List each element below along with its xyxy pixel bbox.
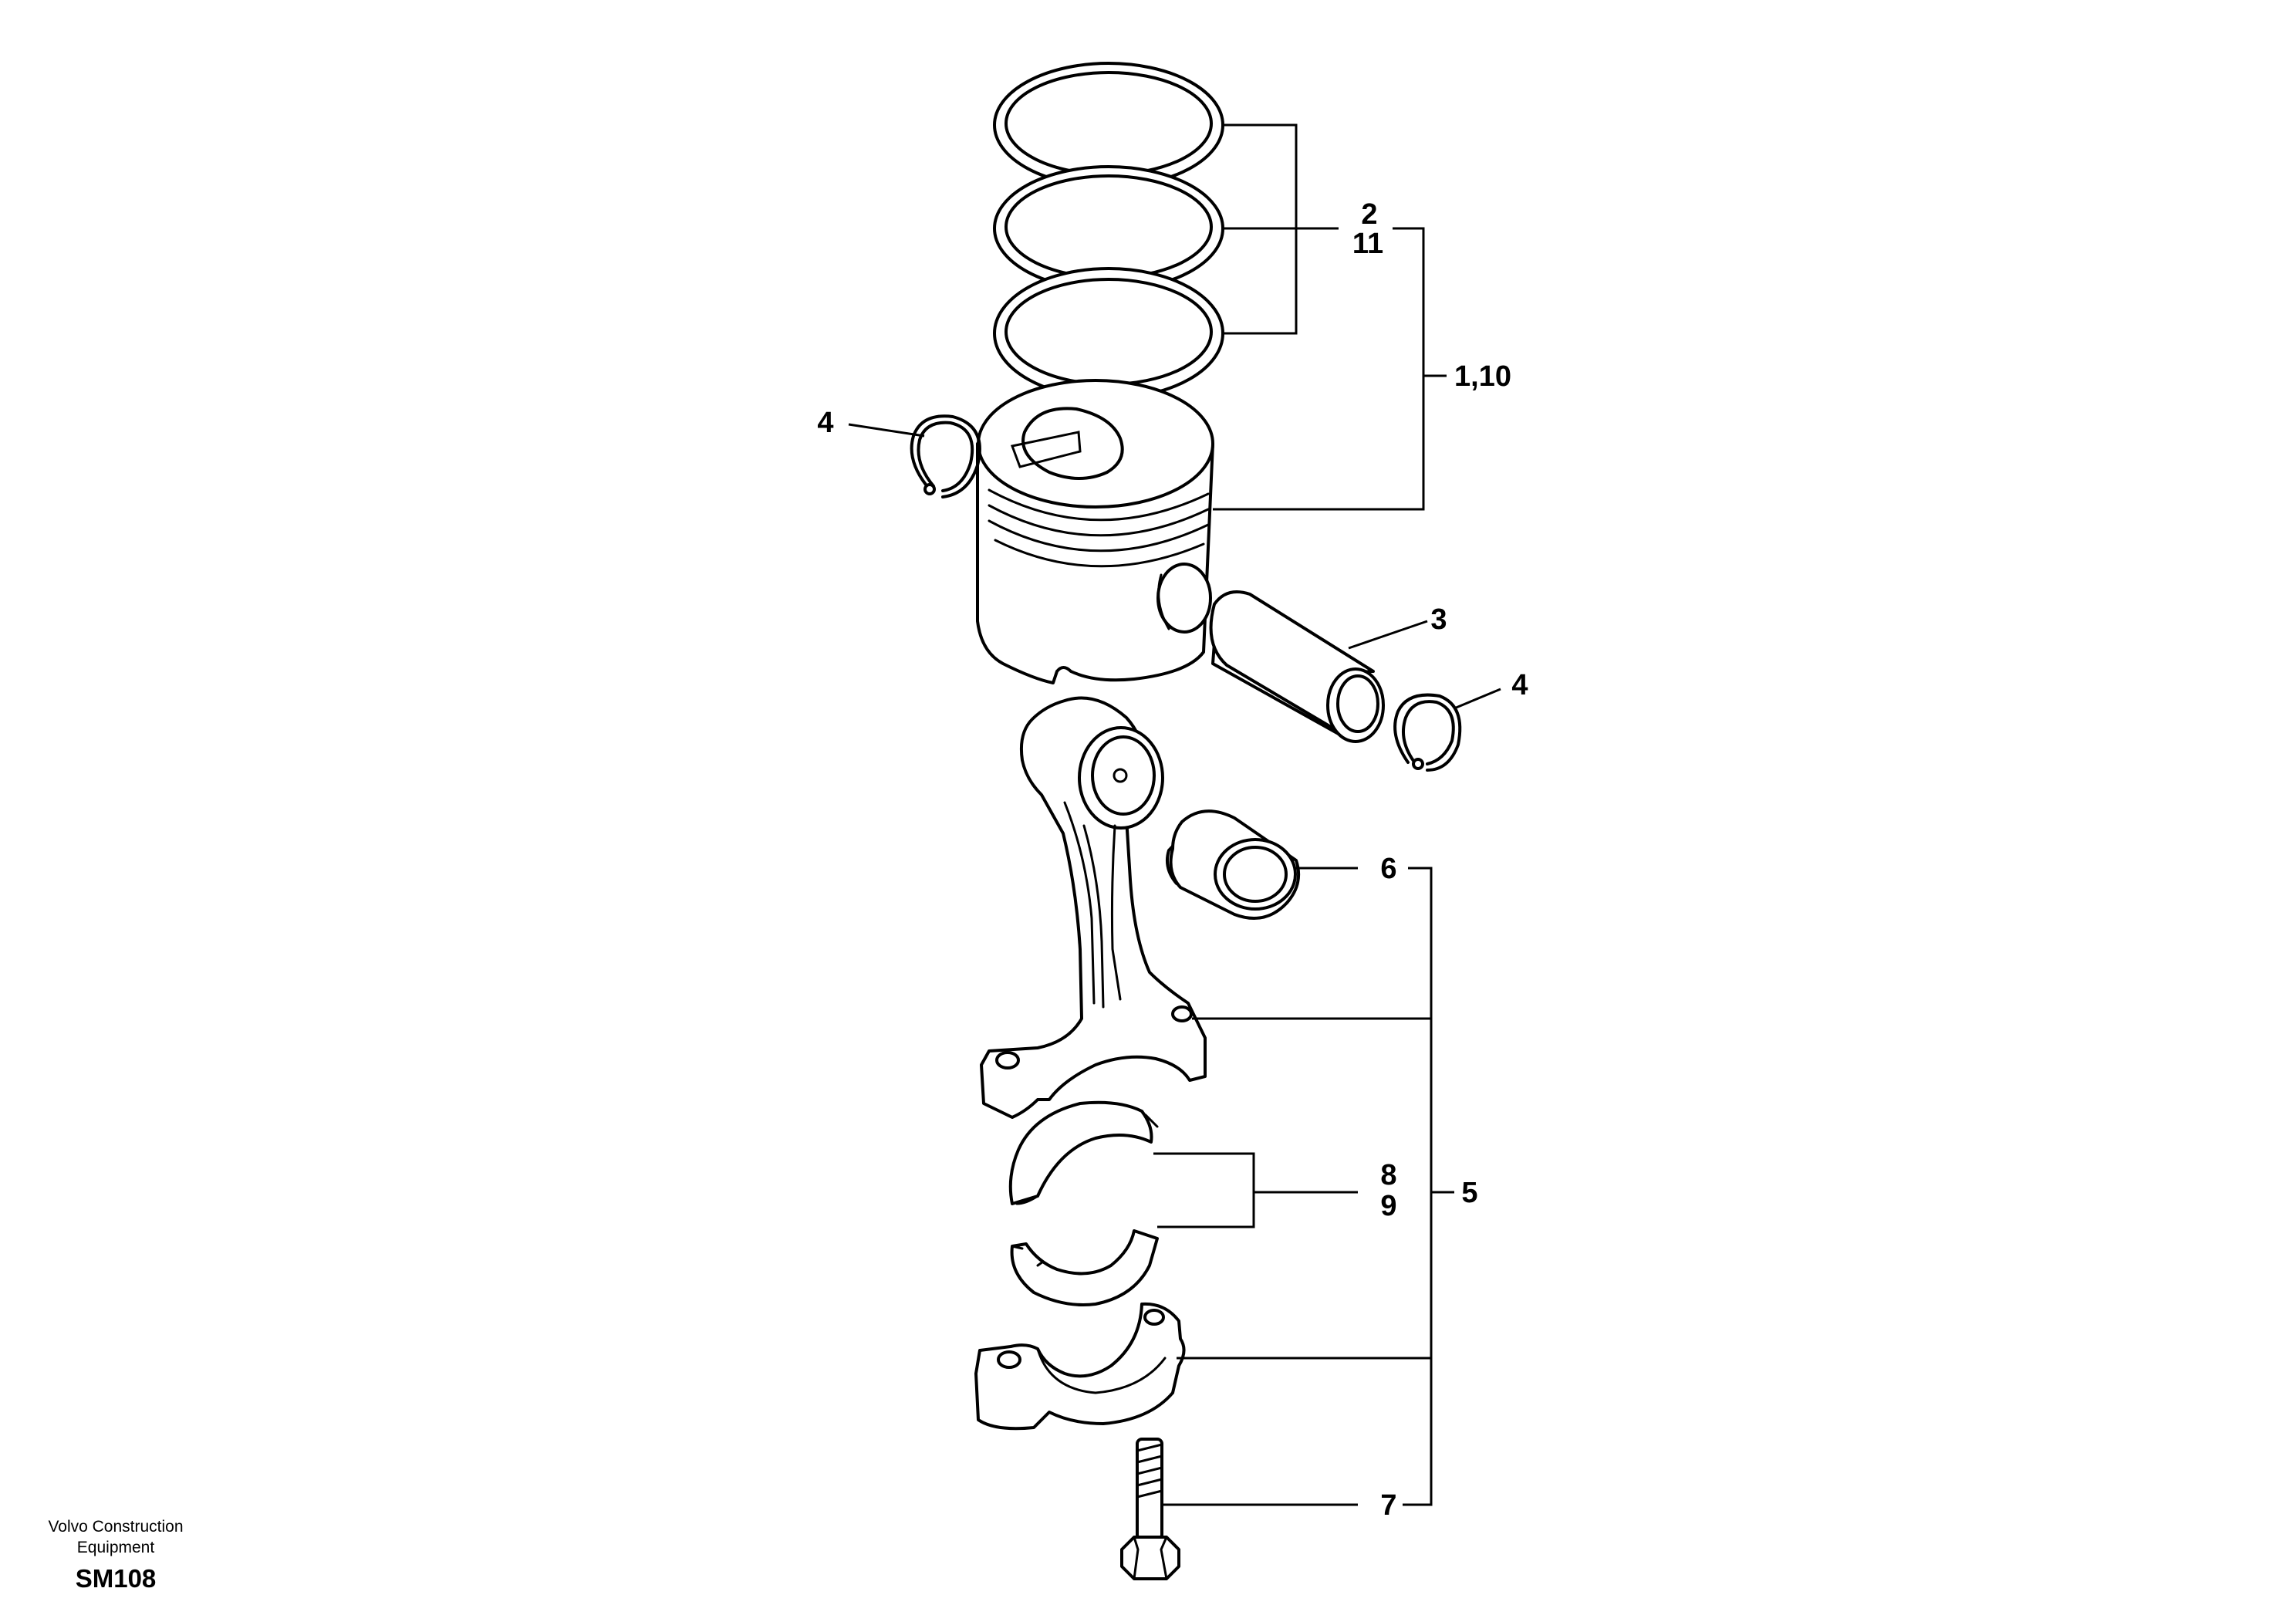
connecting-rod — [980, 696, 1207, 1119]
piston-ring-bottom — [993, 267, 1224, 400]
callouts: 2 11 1,10 4 3 4 6 8 9 5 7 — [817, 198, 1528, 1522]
callout-5: 5 — [1461, 1177, 1477, 1209]
callout-4-right: 4 — [1511, 669, 1528, 701]
rod-bolt — [1120, 1438, 1180, 1580]
callout-8: 8 — [1380, 1159, 1396, 1191]
footer-brand-line2: Equipment — [77, 1539, 155, 1556]
piston-pin — [1209, 590, 1385, 743]
bearing-shell-lower — [1010, 1229, 1159, 1306]
piston — [976, 379, 1214, 684]
bearing-shell-upper — [1008, 1100, 1159, 1205]
callout-3: 3 — [1430, 603, 1447, 636]
callout-9: 9 — [1380, 1190, 1396, 1222]
callout-6: 6 — [1380, 853, 1396, 885]
callout-2: 2 — [1361, 198, 1377, 231]
small-end-bushing — [1166, 809, 1300, 920]
piston-ring-middle — [993, 165, 1224, 292]
callout-7: 7 — [1380, 1489, 1396, 1522]
leader-lines — [848, 123, 1501, 1506]
circlip-left — [910, 414, 981, 498]
callout-11: 11 — [1352, 228, 1383, 260]
circlip-right — [1393, 693, 1462, 772]
callout-1-10: 1,10 — [1454, 360, 1511, 393]
footer-brand-line1: Volvo Construction — [48, 1518, 183, 1536]
footer: Volvo Construction Equipment SM108 — [48, 1518, 183, 1593]
piston-ring-top — [993, 62, 1224, 188]
footer-diagram-code: SM108 — [76, 1564, 157, 1593]
rod-cap — [974, 1302, 1186, 1431]
callout-4-left: 4 — [817, 407, 833, 439]
